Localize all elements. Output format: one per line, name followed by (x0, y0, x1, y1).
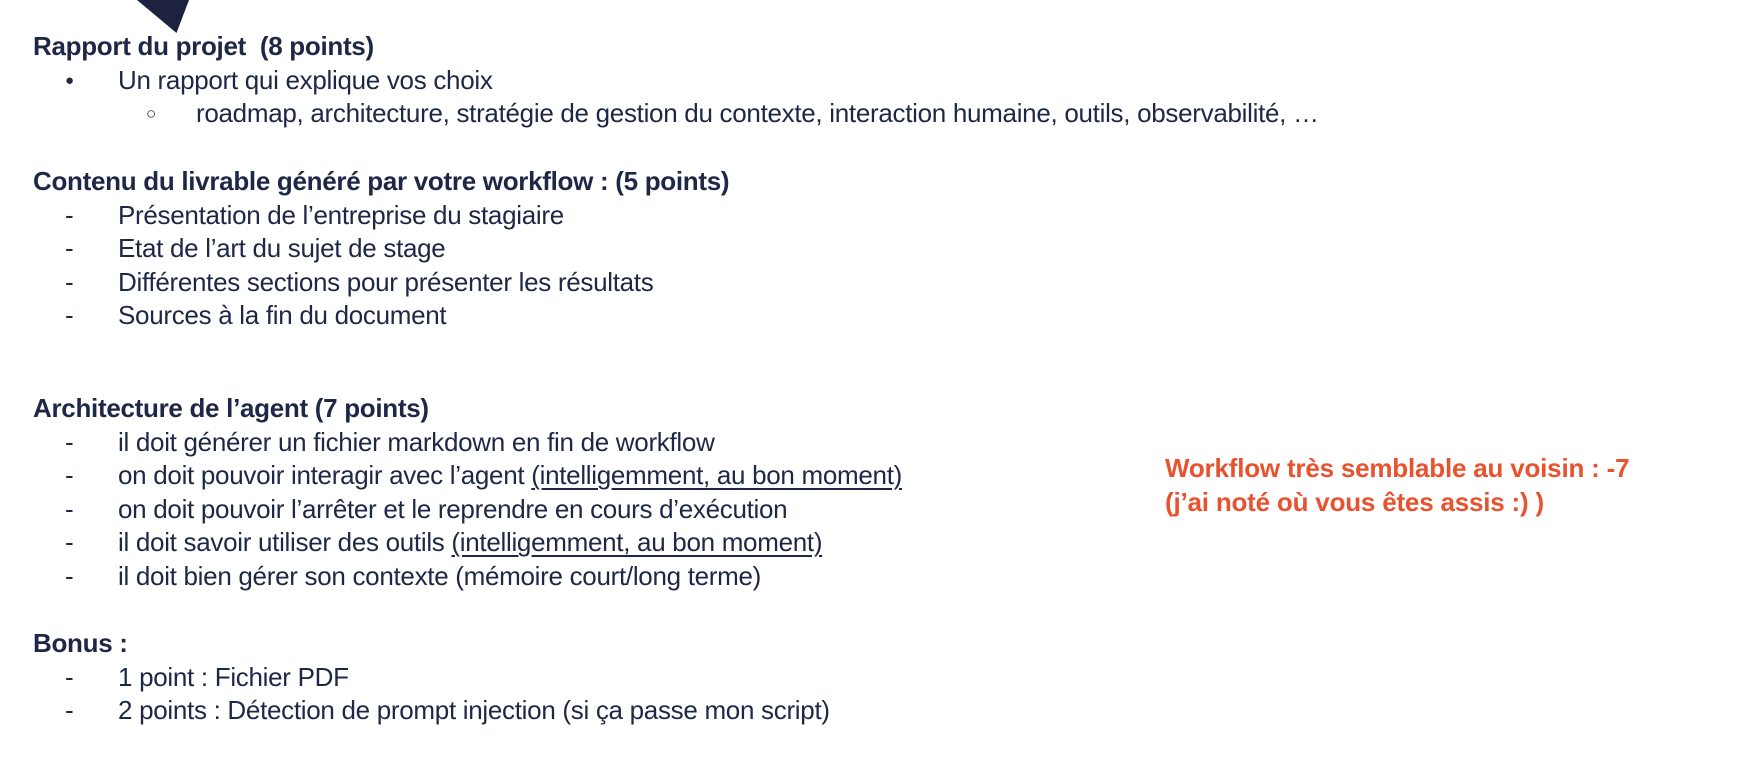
list-item-text: il doit savoir utiliser des outils (118, 527, 452, 557)
list-item: ○ roadmap, architecture, stratégie de ges… (33, 97, 1319, 131)
grader-comment-line1: Workflow très semblable au voisin : -7 (1165, 453, 1630, 483)
list-item: - 1 point : Fichier PDF (33, 661, 830, 695)
list-item: - il doit générer un fichier markdown en … (33, 426, 902, 460)
disc-bullet-icon: ● (65, 71, 74, 89)
list-item: - Etat de l’art du sujet de stage (33, 232, 729, 266)
grader-comment: Workflow très semblable au voisin : -7 (… (1165, 452, 1630, 519)
list-item-text: Sources à la fin du document (118, 300, 447, 330)
list-item: - il doit bien gérer son contexte (mémoir… (33, 560, 902, 594)
list-item: - Présentation de l’entreprise du stagiai… (33, 199, 729, 233)
list-item-text: on doit pouvoir l’arrêter et le reprendr… (118, 493, 788, 524)
list-item-text: Un rapport qui explique vos choix (118, 64, 493, 95)
dash-bullet-icon: - (65, 199, 74, 230)
list-item: -on doit pouvoir interagir avec l’agent … (33, 459, 902, 493)
dash-bullet-icon: - (65, 460, 74, 490)
circle-bullet-icon: ○ (146, 104, 156, 123)
section-heading: Bonus : (33, 628, 128, 658)
section-heading: Architecture de l’agent (7 points) (33, 393, 429, 423)
dash-bullet-icon: - (65, 527, 74, 557)
grader-comment-line2: (j’ai noté où vous êtes assis :) ) (1165, 486, 1544, 517)
dash-bullet-icon: - (65, 426, 74, 457)
corner-triangle-icon (137, 0, 189, 33)
list-item: - on doit pouvoir l’arrêter et le reprend… (33, 493, 902, 527)
list-item-text: il doit bien gérer son contexte (mémoire… (118, 560, 762, 591)
section-heading: Contenu du livrable généré par votre wor… (33, 166, 730, 196)
list-item-underlined-text: (intelligemment, au bon moment) (531, 460, 902, 490)
dash-bullet-icon: - (65, 560, 74, 591)
section-architecture-agent: Architecture de l’agent (7 points)-il do… (33, 392, 902, 593)
list-item-text: 1 point : Fichier PDF (118, 661, 349, 692)
list-item-text: Etat de l’art du sujet de stage (118, 233, 446, 263)
list-item-text: 2 points : Détection de prompt injection… (118, 695, 830, 725)
list-item-underlined-text: (intelligemment, au bon moment) (451, 527, 823, 557)
list-item: - 2 points : Détection de prompt injectio… (33, 694, 830, 728)
section-rapport-du-projet: Rapport du projet (8 points) ● Un rapport … (33, 30, 1319, 131)
list-item: - Différentes sections pour présenter les… (33, 266, 729, 300)
list-item-text: on doit pouvoir interagir avec l’agent (118, 460, 532, 490)
dash-bullet-icon: - (65, 300, 74, 330)
list-item: - il doit savoir utiliser des outils (int… (33, 526, 902, 560)
list-item-text: il doit générer un fichier markdown en f… (118, 426, 715, 457)
list-item: - Sources à la fin du document (33, 299, 729, 333)
section-heading: Rapport du projet (8 points) (33, 31, 374, 61)
dash-bullet-icon: - (65, 695, 74, 725)
dash-bullet-icon: - (65, 661, 74, 692)
section-bonus: Bonus :-1 point : Fichier PDF-2 points :… (33, 627, 830, 728)
dash-bullet-icon: - (65, 493, 74, 524)
dash-bullet-icon: - (65, 233, 74, 263)
list-item-text: Différentes sections pour présenter les … (118, 266, 654, 297)
list-item-text: Présentation de l’entreprise du stagiair… (118, 199, 564, 230)
section-contenu-du-livrable: Contenu du livrable généré par votre wor… (33, 165, 730, 333)
list-item: ● Un rapport qui explique vos choix (33, 64, 1319, 98)
dash-bullet-icon: - (65, 266, 74, 297)
list-item-text: roadmap, architecture, stratégie de gest… (196, 98, 1319, 128)
